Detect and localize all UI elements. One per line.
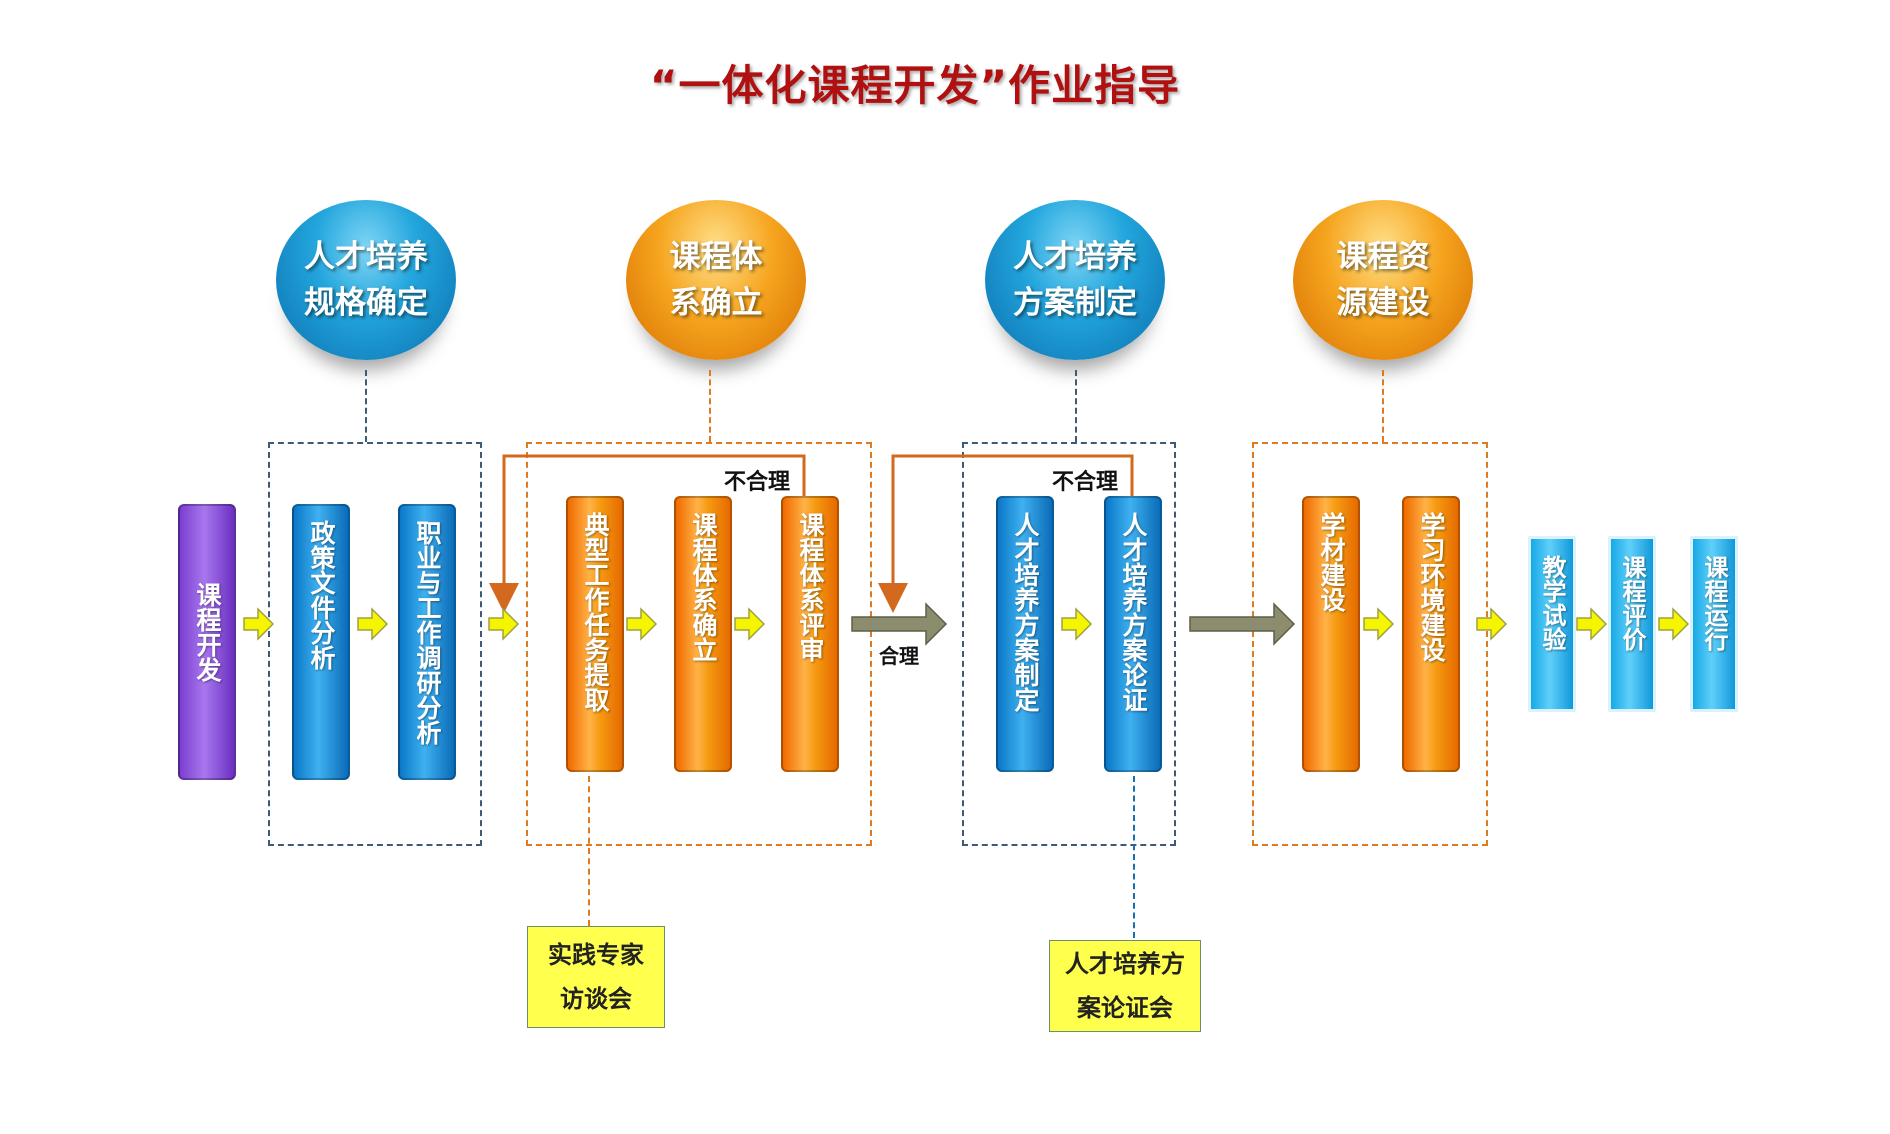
stage-circle-resource: 课程资 源建设 [1293, 200, 1473, 360]
connector-line [1382, 370, 1384, 442]
stage-label: 课程资 源建设 [1336, 239, 1430, 321]
arrow-right-icon [734, 607, 766, 641]
step-course-evaluation: 课程评价 [1608, 536, 1656, 712]
feedback-line-2 [878, 454, 1134, 613]
arrow-right-icon [1658, 607, 1690, 641]
step-plan-demonstration: 人才培养方案论证 [1104, 496, 1162, 772]
arrow-right-icon [1363, 607, 1395, 641]
step-task-extraction: 典型工作任务提取 [566, 496, 624, 772]
arrow-right-icon [243, 607, 275, 641]
stage-circle-talent-spec: 人才培养 规格确定 [276, 200, 456, 360]
step-system-review: 课程体系评审 [781, 496, 839, 772]
connector-line [365, 370, 367, 442]
arrow-right-icon [488, 607, 520, 641]
connector-line [709, 370, 711, 442]
step-plan-making: 人才培养方案制定 [996, 496, 1054, 772]
stage-circle-curriculum-system: 课程体 系确立 [626, 200, 806, 360]
step-teaching-trial: 教学试验 [1528, 536, 1576, 712]
step-environment-building: 学习环境建设 [1402, 496, 1460, 772]
stage-label: 课程体 系确立 [669, 239, 763, 321]
label-unreasonable: 不合理 [724, 470, 791, 495]
group-box-talent-spec [268, 442, 482, 846]
connector-line [588, 776, 590, 926]
stage-circle-talent-plan: 人才培养 方案制定 [985, 200, 1165, 360]
note-plan-demonstration-meeting: 人才培养方 案论证会 [1049, 940, 1201, 1032]
arrow-right-icon [1576, 607, 1608, 641]
step-course-development: 课程开发 [178, 504, 236, 780]
connector-line [1133, 776, 1135, 938]
stage-label: 人才培养 方案制定 [1013, 239, 1137, 321]
arrow-right-icon [851, 602, 948, 646]
stage-label: 人才培养 规格确定 [304, 239, 428, 321]
step-job-survey: 职业与工作调研分析 [398, 504, 456, 780]
group-box-curriculum-system [526, 442, 872, 846]
feedback-line-1 [489, 454, 806, 613]
page-title: “一体化课程开发”作业指导 [649, 61, 1181, 110]
group-box-talent-plan [962, 442, 1176, 846]
group-box-resource [1252, 442, 1488, 846]
arrow-right-icon [1061, 607, 1093, 641]
label-reasonable: 合理 [879, 644, 919, 668]
note-expert-interview: 实践专家 访谈会 [527, 926, 665, 1028]
step-course-operation: 课程运行 [1690, 536, 1738, 712]
arrow-right-icon [357, 607, 389, 641]
label-unreasonable: 不合理 [1052, 470, 1119, 495]
step-system-establish: 课程体系确立 [674, 496, 732, 772]
step-material-building: 学材建设 [1302, 496, 1360, 772]
arrow-right-icon [626, 607, 658, 641]
connector-line [1075, 370, 1077, 442]
step-policy-analysis: 政策文件分析 [292, 504, 350, 780]
arrow-right-icon [1189, 602, 1296, 646]
arrow-right-icon [1476, 607, 1508, 641]
